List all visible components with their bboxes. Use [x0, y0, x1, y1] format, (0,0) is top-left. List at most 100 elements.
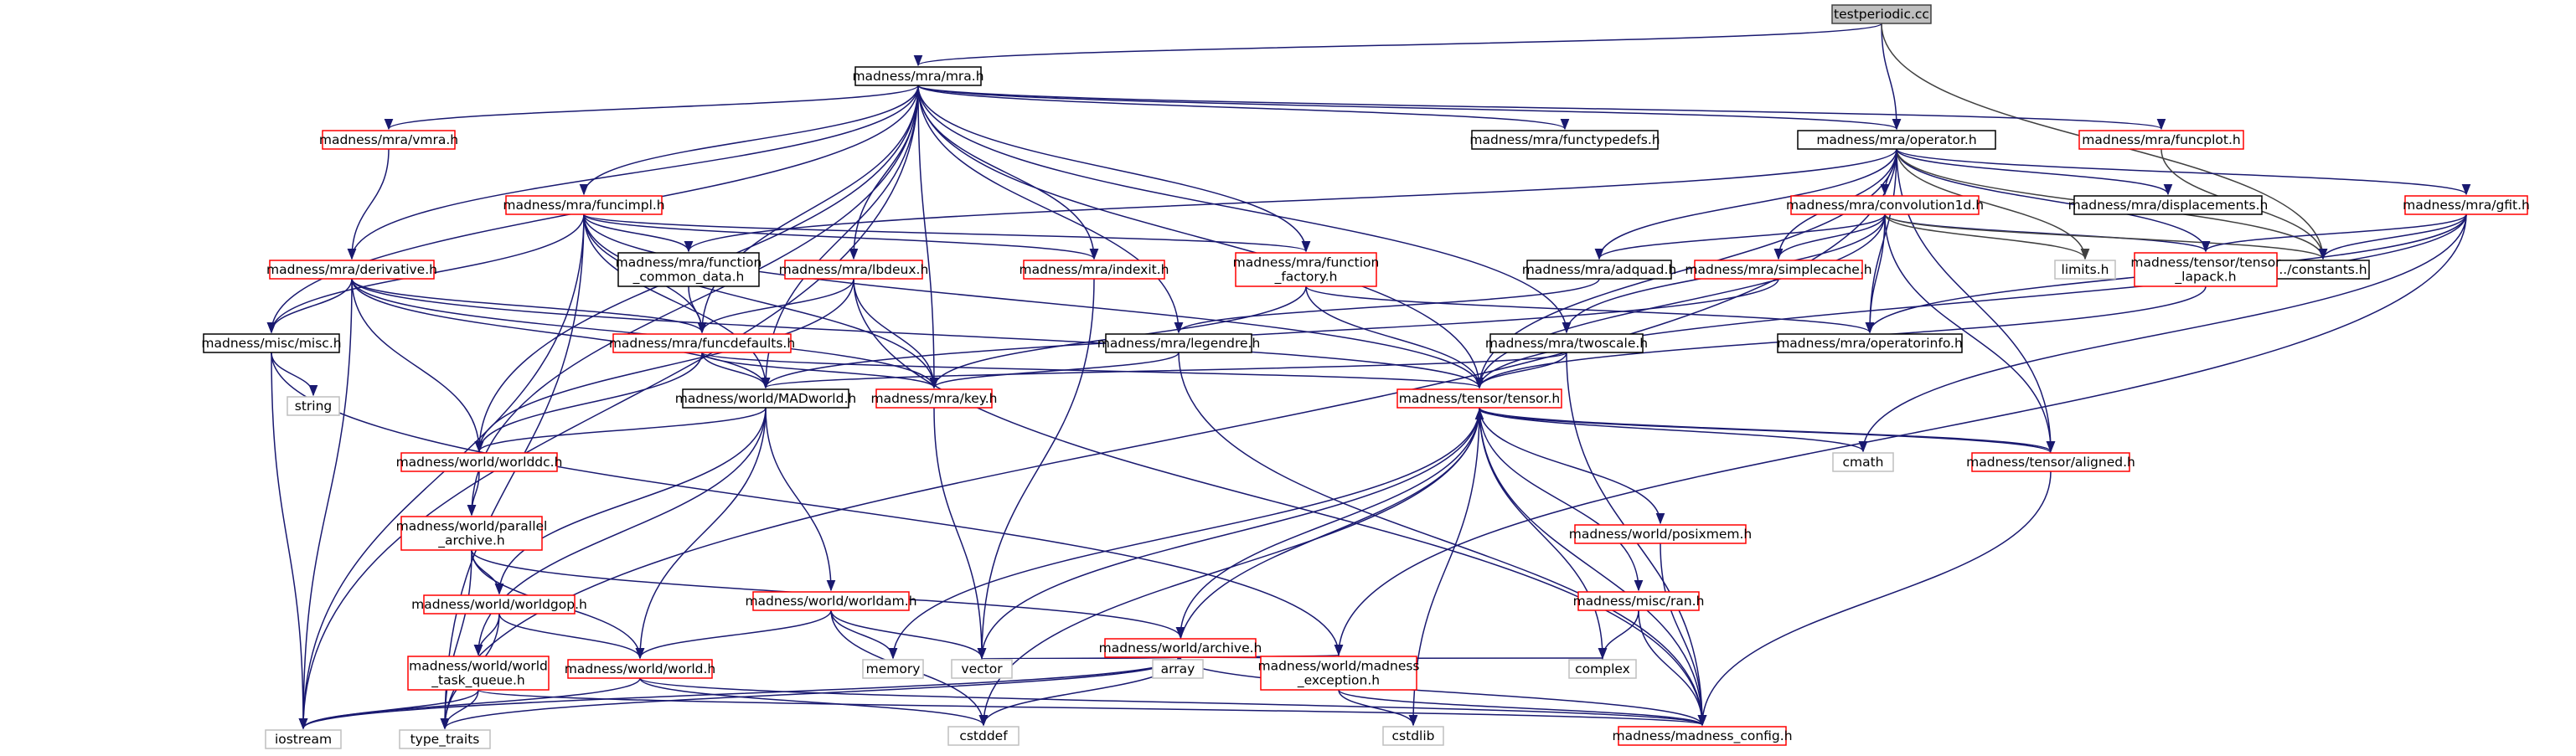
dependency-edges — [266, 23, 2471, 730]
node-key[interactable]: madness/mra/key.h — [870, 388, 998, 409]
node-box — [423, 594, 576, 615]
edge-operator-to-limits — [1896, 148, 2090, 260]
node-label: madness/mra/legendre.h — [1097, 336, 1261, 351]
node-misc[interactable]: madness/misc/misc.h — [201, 333, 342, 353]
node-adquad[interactable]: madness/mra/adquad.h — [1522, 260, 1676, 280]
node-indexit[interactable]: madness/mra/indexit.h — [1020, 260, 1169, 280]
node-box — [1489, 333, 1644, 353]
edge-mra-to-funcplot — [917, 85, 2166, 131]
node-box — [1777, 333, 1963, 353]
node-operatorinfo[interactable]: madness/mra/operatorinfo.h — [1777, 333, 1963, 353]
node-operator[interactable]: madness/mra/operator.h — [1797, 130, 1996, 150]
node-legendre[interactable]: madness/mra/legendre.h — [1097, 333, 1261, 353]
node-label: madness/mra/gfit.h — [2403, 198, 2530, 213]
node-array: array — [1152, 659, 1204, 679]
node-lbdeux[interactable]: madness/mra/lbdeux.h — [779, 260, 929, 280]
node-box — [1568, 659, 1637, 679]
node-funcplot[interactable]: madness/mra/funcplot.h — [2078, 130, 2244, 150]
node-limits: limits.h — [2054, 260, 2116, 280]
node-tensor[interactable]: madness/tensor/tensor.h — [1396, 388, 1562, 409]
node-box — [265, 729, 342, 749]
node-convolution1d[interactable]: madness/mra/convolution1d.h — [1786, 195, 1984, 215]
edge-madness_exception-to-cstdlib — [1338, 689, 1418, 727]
node-complex: complex — [1568, 659, 1637, 679]
node-ran[interactable]: madness/misc/ran.h — [1573, 591, 1705, 611]
node-label: cstdlib — [1392, 728, 1435, 743]
edge-derivative-to-iostream — [298, 278, 353, 730]
node-archive[interactable]: madness/world/archive.h — [1099, 638, 1262, 658]
node-memory: memory — [862, 659, 924, 679]
node-displacements[interactable]: madness/mra/displacements.h — [2068, 195, 2269, 215]
edge-mra-to-vmra — [384, 85, 919, 131]
node-funcdefaults[interactable]: madness/mra/funcdefaults.h — [609, 333, 795, 353]
node-functypedefs[interactable]: madness/mra/functypedefs.h — [1469, 130, 1660, 150]
node-madness_exception[interactable]: madness/world/madness_exception.h — [1257, 656, 1420, 691]
node-label: madness/mra/funcplot.h — [2082, 132, 2240, 147]
edge-root-to-mra — [914, 23, 1882, 67]
node-label: _archive.h — [437, 533, 504, 549]
edge-convolution1d-to-constants — [1884, 213, 2328, 260]
edge-archive-to-cstddef — [978, 656, 1181, 727]
node-worlddc[interactable]: madness/world/worlddc.h — [396, 452, 563, 472]
edge-operator-to-displacements — [1896, 148, 2173, 196]
node-label: madness/world/archive.h — [1099, 640, 1262, 656]
edge-funcimpl-to-tensor — [583, 213, 1484, 389]
node-box — [947, 726, 1020, 746]
node-task_queue[interactable]: madness/world/world_task_queue.h — [407, 656, 550, 691]
node-box — [2134, 252, 2278, 287]
edge-vmra-to-derivative — [347, 148, 390, 260]
node-world[interactable]: madness/world/world.h — [565, 659, 716, 679]
edge-lbdeux-to-funcdefaults — [697, 278, 854, 334]
node-label: madness/tensor/tensor.h — [1399, 391, 1560, 406]
node-label: limits.h — [2062, 262, 2109, 277]
edge-adquad-to-legendre — [1174, 278, 1600, 334]
edge-mra-to-parallel_archive — [467, 85, 919, 517]
node-aligned[interactable]: madness/tensor/aligned.h — [1966, 452, 2135, 472]
node-madness_config[interactable]: madness/madness_config.h — [1612, 726, 1793, 746]
edge-convolution1d-to-adquad — [1594, 213, 1886, 260]
edge-mra-to-operator — [917, 85, 1901, 131]
edge-mra-to-legendre — [917, 85, 1184, 334]
node-func_common[interactable]: madness/mra/function_common_data.h — [616, 252, 762, 287]
node-box — [203, 333, 340, 353]
node-posixmem[interactable]: madness/world/posixmem.h — [1569, 524, 1752, 544]
edge-tensor-to-ran — [1479, 407, 1644, 592]
node-derivative[interactable]: madness/mra/derivative.h — [266, 260, 437, 280]
edge-ran-to-complex — [1598, 609, 1639, 660]
node-gfit[interactable]: madness/mra/gfit.h — [2403, 195, 2530, 215]
node-root[interactable]: testperiodic.cc — [1831, 4, 1932, 24]
node-simplecache[interactable]: madness/mra/simplecache.h — [1685, 260, 1872, 280]
edge-convolution1d-to-operatorinfo — [1865, 213, 1886, 334]
node-func_factory[interactable]: madness/mra/function_factory.h — [1233, 252, 1380, 287]
node-tensor_lapack[interactable]: madness/tensor/tensor_lapack.h — [2130, 252, 2281, 287]
node-twoscale[interactable]: madness/mra/twoscale.h — [1485, 333, 1648, 353]
node-box — [875, 388, 993, 409]
edge-operator-to-adquad — [1594, 148, 1897, 260]
node-constants[interactable]: ../constants.h — [2276, 260, 2370, 280]
edge-tensor-to-complex — [1479, 407, 1608, 660]
node-funcimpl[interactable]: madness/mra/funcimpl.h — [503, 195, 665, 215]
node-parallel_archive[interactable]: madness/world/parallel_archive.h — [396, 516, 548, 551]
node-label: madness/mra/operatorinfo.h — [1777, 336, 1963, 351]
edge-derivative-to-tensor — [351, 278, 1484, 389]
edge-legendre-to-key — [929, 352, 1180, 389]
node-label: _factory.h — [1274, 270, 1338, 285]
edge-funcimpl-to-func_factory — [583, 213, 1310, 253]
node-label: cstddef — [959, 728, 1008, 743]
edge-funcdefaults-to-tensor — [701, 352, 1484, 389]
node-worldam[interactable]: madness/world/worldam.h — [745, 591, 917, 611]
node-box — [1832, 452, 1894, 472]
node-box — [2078, 130, 2244, 150]
node-madworld[interactable]: madness/world/MADworld.h — [675, 388, 856, 409]
edge-mra-to-iostream — [298, 85, 919, 730]
node-box — [752, 591, 910, 611]
node-worldgop[interactable]: madness/world/worldgop.h — [411, 594, 587, 615]
node-label: madness/mra/function — [1233, 255, 1380, 270]
edge-func_factory-to-tensor — [1305, 285, 1484, 389]
node-vmra[interactable]: madness/mra/vmra.h — [319, 130, 458, 150]
node-mra[interactable]: madness/mra/mra.h — [852, 66, 984, 86]
node-label: madness/mra/operator.h — [1816, 132, 1976, 147]
edge-funcimpl-to-madworld — [583, 213, 771, 389]
edge-root-to-operator — [1881, 23, 1902, 131]
node-string: string — [287, 396, 340, 416]
